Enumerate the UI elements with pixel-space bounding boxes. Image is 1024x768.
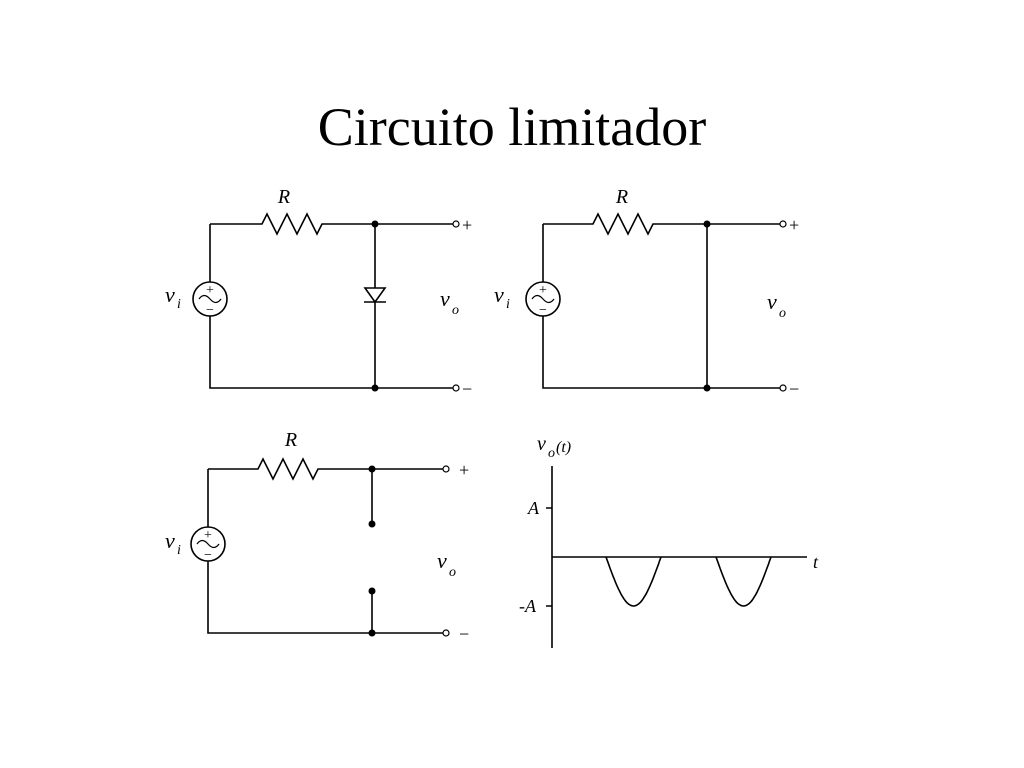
ac-source-icon: + − bbox=[525, 281, 561, 318]
circuit-open: + − R v i v o + − bbox=[165, 429, 469, 644]
output-voltage-label: v bbox=[767, 289, 777, 314]
output-waveform-graph: v o (t) t A -A bbox=[519, 433, 819, 648]
output-terminal-minus bbox=[452, 384, 460, 392]
svg-text:i: i bbox=[506, 297, 510, 312]
output-terminal-plus bbox=[452, 220, 460, 228]
svg-text:+: + bbox=[789, 215, 799, 235]
tick-label-neg-a: -A bbox=[519, 596, 537, 616]
input-voltage-label: v bbox=[494, 282, 504, 307]
svg-text:o: o bbox=[452, 303, 459, 318]
ac-source-icon: + − bbox=[192, 281, 228, 318]
tick-label-a: A bbox=[527, 498, 540, 518]
svg-text:i: i bbox=[177, 543, 181, 558]
resistor-label: R bbox=[615, 186, 628, 208]
svg-text:(t): (t) bbox=[556, 439, 571, 456]
circuit-short: + − R v i v o + − bbox=[494, 186, 799, 399]
resistor-label: R bbox=[277, 186, 290, 208]
waveform-series bbox=[605, 556, 772, 607]
svg-text:−: − bbox=[462, 379, 472, 399]
input-voltage-label: v bbox=[165, 282, 175, 307]
y-axis-label: v bbox=[537, 433, 546, 455]
svg-text:+: + bbox=[462, 215, 472, 235]
diode-icon bbox=[363, 287, 387, 304]
svg-text:−: − bbox=[204, 548, 212, 563]
svg-text:+: + bbox=[459, 460, 469, 480]
svg-text:+: + bbox=[539, 283, 547, 298]
input-voltage-label: v bbox=[165, 528, 175, 553]
svg-text:−: − bbox=[459, 624, 469, 644]
output-voltage-label: v bbox=[437, 548, 447, 573]
svg-text:o: o bbox=[548, 446, 555, 461]
output-voltage-label: v bbox=[440, 286, 450, 311]
svg-text:+: + bbox=[206, 283, 214, 298]
svg-text:−: − bbox=[206, 303, 214, 318]
svg-text:o: o bbox=[779, 306, 786, 321]
resistor-label: R bbox=[284, 429, 297, 451]
x-axis-label: t bbox=[813, 552, 819, 572]
svg-text:i: i bbox=[177, 297, 181, 312]
circuit-diode: + − R v i v o + − bbox=[165, 186, 472, 399]
svg-text:−: − bbox=[789, 379, 799, 399]
svg-text:−: − bbox=[539, 303, 547, 318]
ac-source-icon: + − bbox=[190, 526, 226, 563]
svg-text:o: o bbox=[449, 565, 456, 580]
svg-text:+: + bbox=[204, 528, 212, 543]
slide-title: Circuito limitador bbox=[317, 97, 707, 157]
